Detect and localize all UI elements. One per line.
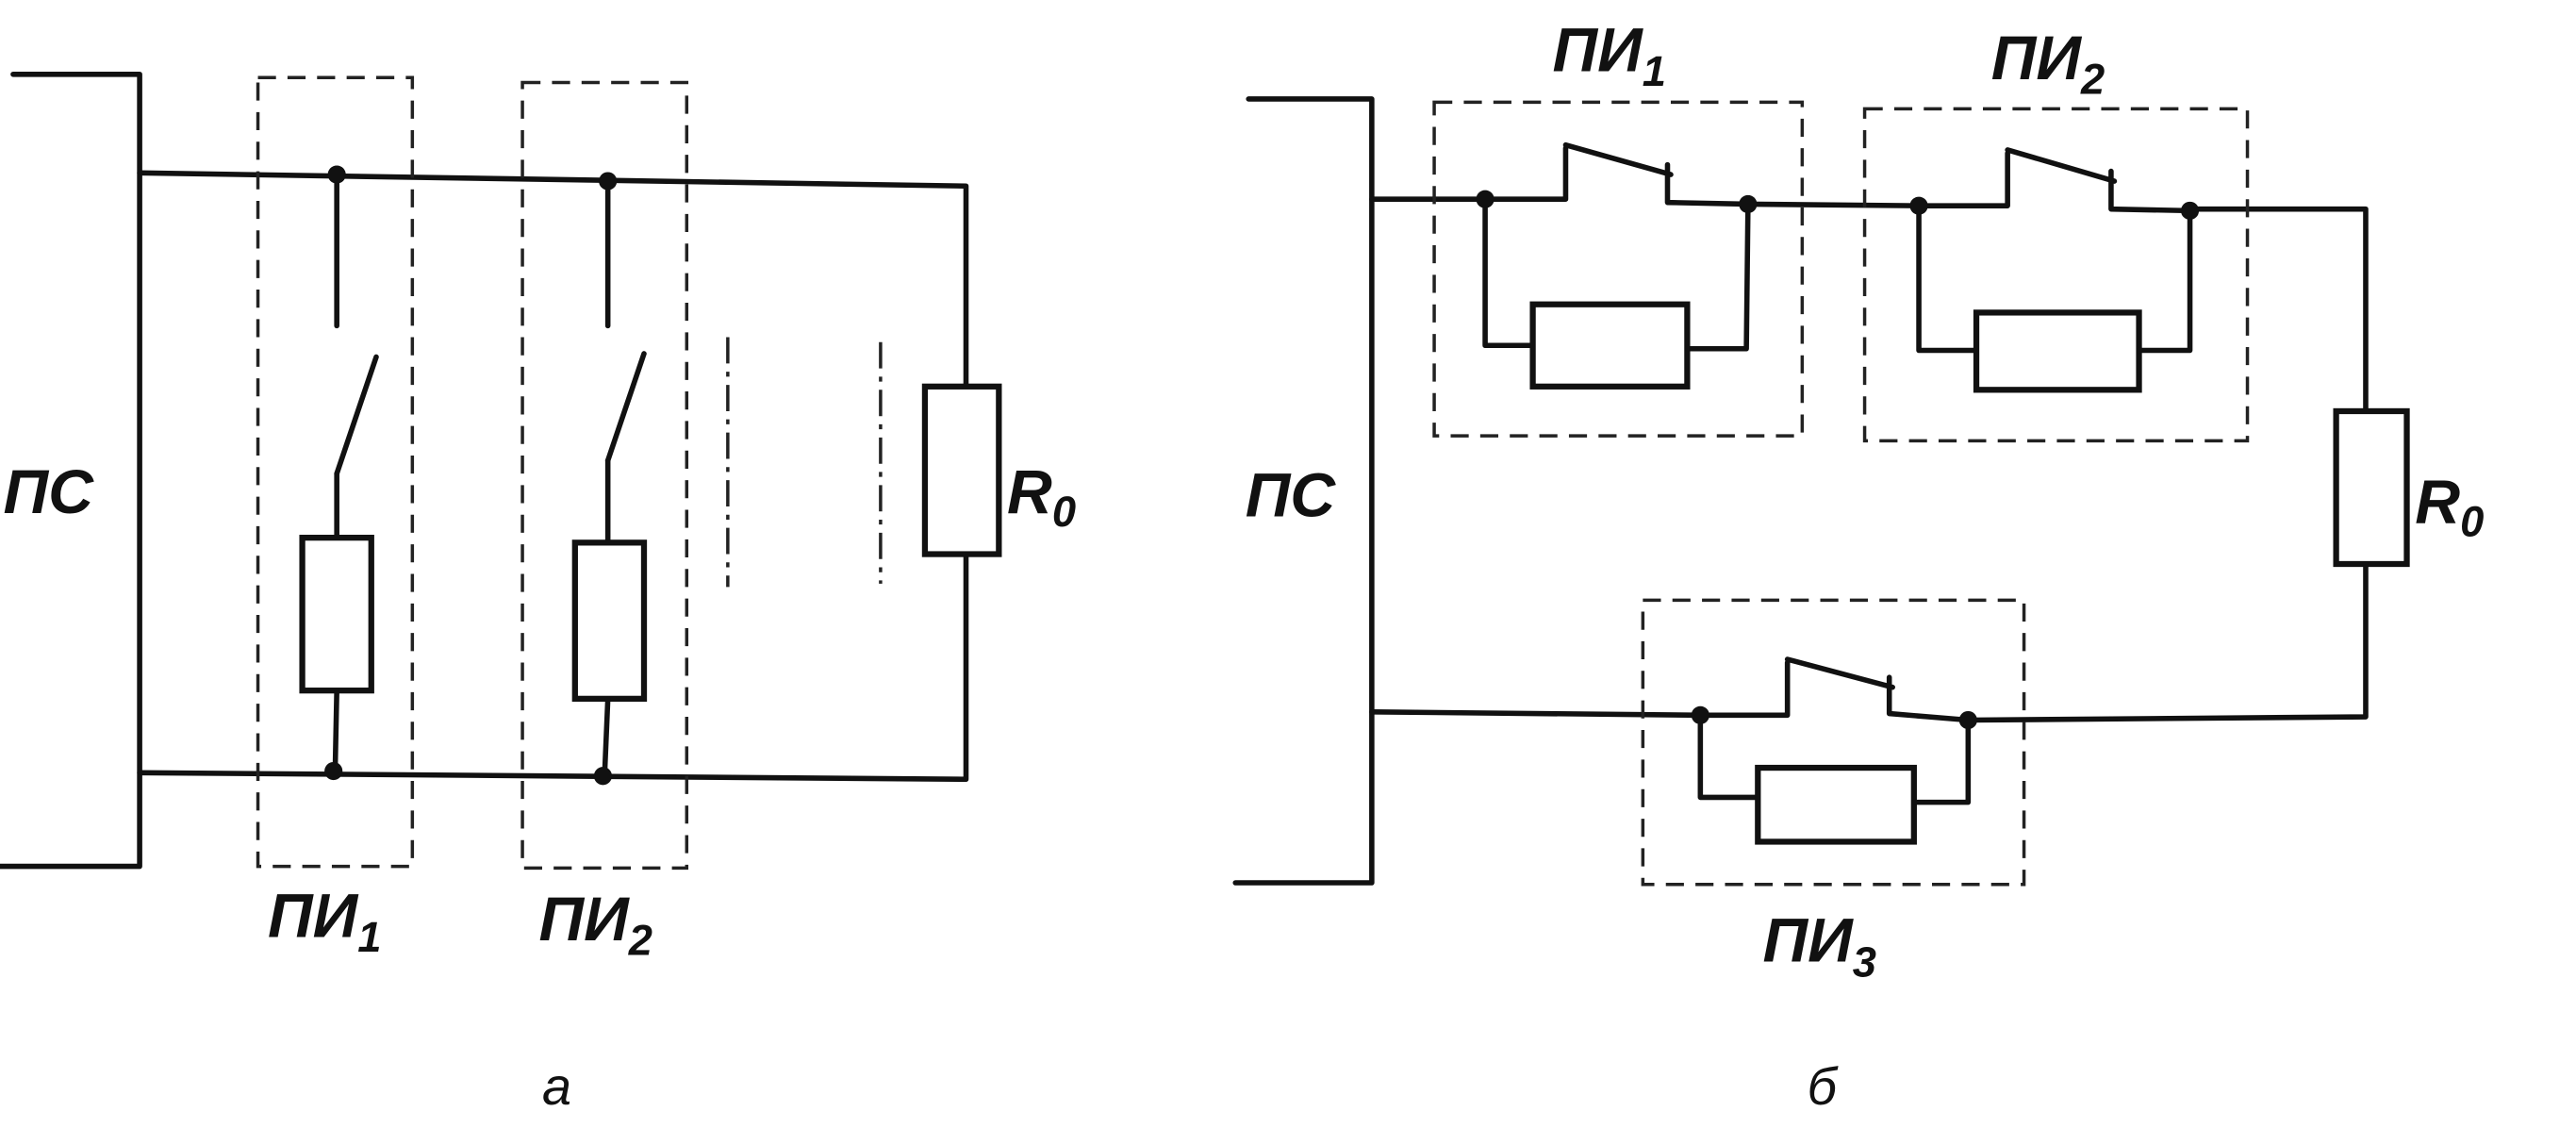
junction-dot: [1691, 705, 1709, 724]
switch-lead: [1916, 150, 2010, 208]
unit-1: [1432, 100, 1805, 438]
resistor-lead: [2136, 207, 2193, 354]
unit-resistor: [1973, 309, 2142, 393]
unit-resistor: [571, 539, 648, 703]
source-bracket: [0, 71, 142, 870]
unit-2-label: ПИ2: [1991, 24, 2105, 104]
unit-resistor: [299, 534, 374, 694]
top-bus-segment: [2187, 206, 2369, 414]
load-label: R0: [1007, 457, 1076, 536]
bottom-bus: [137, 551, 969, 783]
resistor-lead: [1916, 203, 1979, 354]
load-resistor: [2333, 407, 2410, 568]
diagram-b: ПС R0 ПИ1 ПИ2 ПИ3 б: [1232, 15, 2484, 1116]
caption-a: а: [542, 1057, 571, 1116]
top-bus-segment: [1745, 201, 1922, 208]
unit-3: [1641, 598, 2026, 887]
junction-dot: [1739, 194, 1758, 214]
switch-lead: [1482, 145, 1569, 202]
resistor-lead: [1684, 201, 1751, 352]
load-label: R0: [2415, 467, 2484, 545]
junction-dot: [599, 172, 618, 191]
junction-dot: [327, 165, 346, 184]
top-bus: [137, 170, 969, 390]
switch-blade: [2005, 147, 2118, 184]
unit-2-label: ПИ2: [538, 885, 652, 965]
resistor-lead: [602, 696, 611, 779]
caption-b: б: [1808, 1057, 1839, 1116]
resistor-lead: [332, 688, 339, 774]
resistor-lead: [1697, 712, 1761, 801]
unit-2: [520, 80, 689, 871]
unit-boundary: [1862, 107, 2250, 443]
junction-dot: [2180, 201, 2200, 220]
switch-blade: [1562, 141, 1674, 177]
unit-boundary: [256, 75, 415, 869]
source-bracket: [1232, 96, 1375, 886]
junction-dot: [1958, 710, 1977, 730]
switch-lead: [1664, 161, 1751, 207]
resistor-lead: [1482, 196, 1536, 349]
switch-blade: [604, 351, 647, 464]
switch-lead: [2108, 168, 2193, 214]
return-bus-segment: [1369, 709, 1704, 719]
unit-1-label: ПИ1: [1553, 15, 1666, 95]
return-bus-segment: [1965, 561, 2369, 723]
unit-resistor: [1529, 301, 1691, 390]
unit-boundary: [1641, 598, 2026, 887]
unit-1-label: ПИ1: [268, 882, 381, 962]
unit-2: [1862, 107, 2250, 443]
source-label: ПС: [3, 457, 94, 527]
switch-blade: [334, 354, 379, 476]
junction-dot: [324, 761, 343, 781]
switch-lead: [1697, 659, 1791, 719]
unit-1: [256, 75, 415, 869]
unit-3-label: ПИ3: [1763, 906, 1876, 987]
switch-lead: [1886, 674, 1972, 723]
load-resistor: [921, 383, 1002, 557]
junction-dot: [1909, 196, 1928, 215]
diagram-a: ПС R0 ПИ1 ПИ2 а: [0, 71, 1076, 1116]
unit-resistor: [1755, 764, 1917, 845]
source-label: ПС: [1246, 460, 1337, 530]
resistor-lead: [1911, 717, 1972, 805]
junction-dot: [1476, 190, 1494, 208]
junction-dot: [593, 767, 613, 786]
unit-boundary: [1432, 100, 1805, 438]
switch-blade: [1784, 656, 1895, 690]
